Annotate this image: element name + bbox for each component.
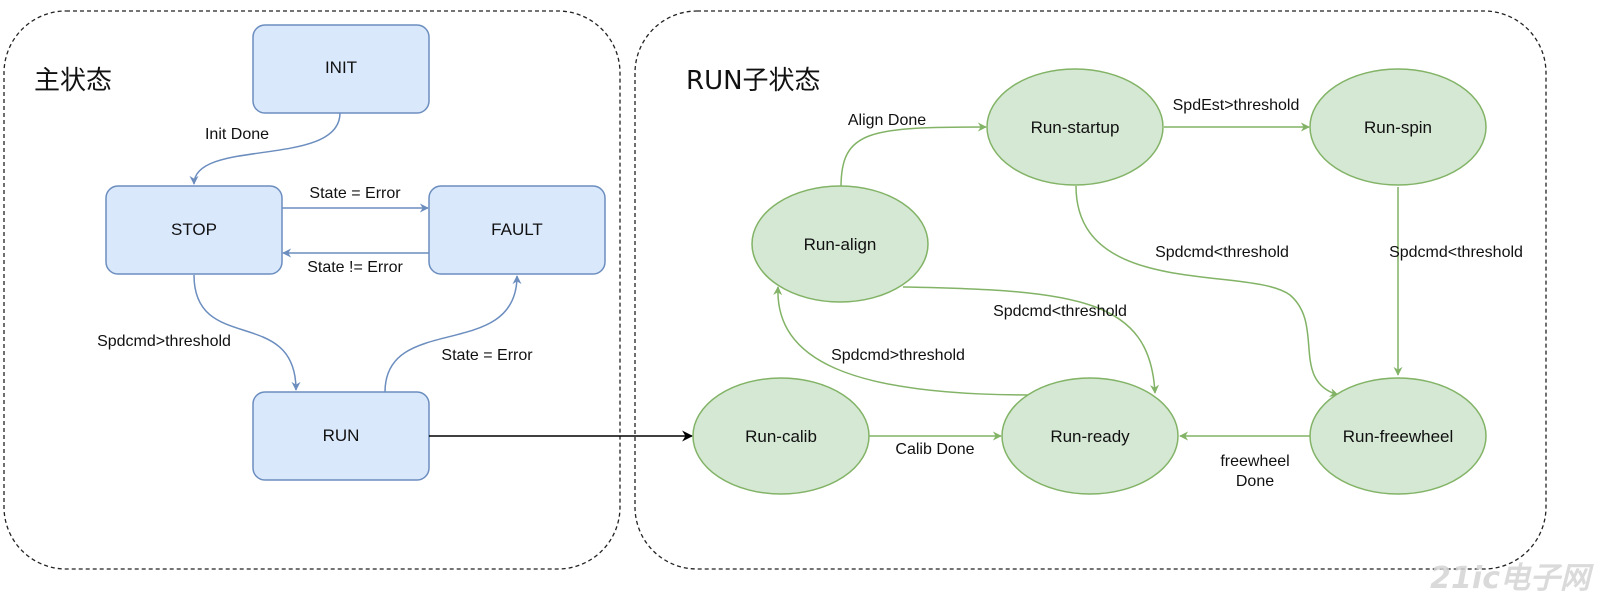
node-stop: STOP bbox=[105, 185, 283, 275]
node-fault: FAULT bbox=[428, 185, 606, 275]
node-run-ready: Run-ready bbox=[1001, 377, 1179, 495]
node-run-startup-label: Run-startup bbox=[1031, 118, 1120, 137]
label-freewheel-done-line2: Done bbox=[1236, 473, 1274, 490]
main-state-group-frame bbox=[3, 10, 621, 570]
edge-align-to-startup bbox=[840, 122, 987, 188]
node-run-freewheel: Run-freewheel bbox=[1309, 377, 1487, 495]
label-freewheel-done-line1: freewheel bbox=[1220, 453, 1289, 470]
node-run-label: RUN bbox=[323, 426, 360, 445]
node-run-spin-label: Run-spin bbox=[1364, 118, 1432, 137]
label-run-to-fault: State = Error bbox=[441, 347, 533, 364]
label-spin-to-freewheel: Spdcmd<threshold bbox=[1389, 244, 1523, 261]
label-startup-to-spin: SpdEst>threshold bbox=[1173, 97, 1300, 114]
edge-stop-to-run bbox=[193, 274, 301, 391]
node-run-startup: Run-startup bbox=[986, 68, 1164, 186]
run-substate-group-frame bbox=[634, 10, 1547, 570]
edge-run-to-fault bbox=[384, 275, 522, 393]
edge-align-to-ready bbox=[902, 286, 1160, 394]
node-run-spin: Run-spin bbox=[1309, 68, 1487, 186]
node-run-ready-label: Run-ready bbox=[1050, 427, 1130, 446]
label-align-done: Align Done bbox=[848, 112, 926, 129]
label-calib-done: Calib Done bbox=[895, 441, 974, 458]
node-run-calib-label: Run-calib bbox=[745, 427, 817, 446]
main-state-group-title: 主状态 bbox=[34, 66, 112, 96]
node-init-label: INIT bbox=[325, 58, 357, 77]
edge-ready-to-align bbox=[773, 286, 1031, 396]
node-run-align: Run-align bbox=[751, 185, 929, 303]
label-align-to-ready: Spdcmd<threshold bbox=[993, 303, 1127, 320]
label-startup-to-freewheel: Spdcmd<threshold bbox=[1155, 244, 1289, 261]
label-stop-to-fault: State = Error bbox=[309, 185, 401, 202]
edge-startup-to-freewheel bbox=[1075, 185, 1339, 397]
node-run-align-label: Run-align bbox=[804, 235, 877, 254]
node-run-calib: Run-calib bbox=[692, 377, 870, 495]
node-run: RUN bbox=[252, 391, 430, 481]
edge-init-to-stop bbox=[189, 112, 341, 185]
run-substate-group-title: RUN子状态 bbox=[686, 66, 821, 96]
node-run-freewheel-label: Run-freewheel bbox=[1343, 427, 1454, 446]
watermark-logo: 21ic电子网 bbox=[1430, 561, 1594, 594]
node-stop-label: STOP bbox=[171, 220, 217, 239]
label-stop-to-run: Spdcmd>threshold bbox=[97, 333, 231, 350]
node-fault-label: FAULT bbox=[491, 220, 543, 239]
node-init: INIT bbox=[252, 24, 430, 114]
label-init-done: Init Done bbox=[205, 126, 269, 143]
label-ready-to-align: Spdcmd>threshold bbox=[831, 347, 965, 364]
label-fault-to-stop: State != Error bbox=[307, 259, 403, 276]
